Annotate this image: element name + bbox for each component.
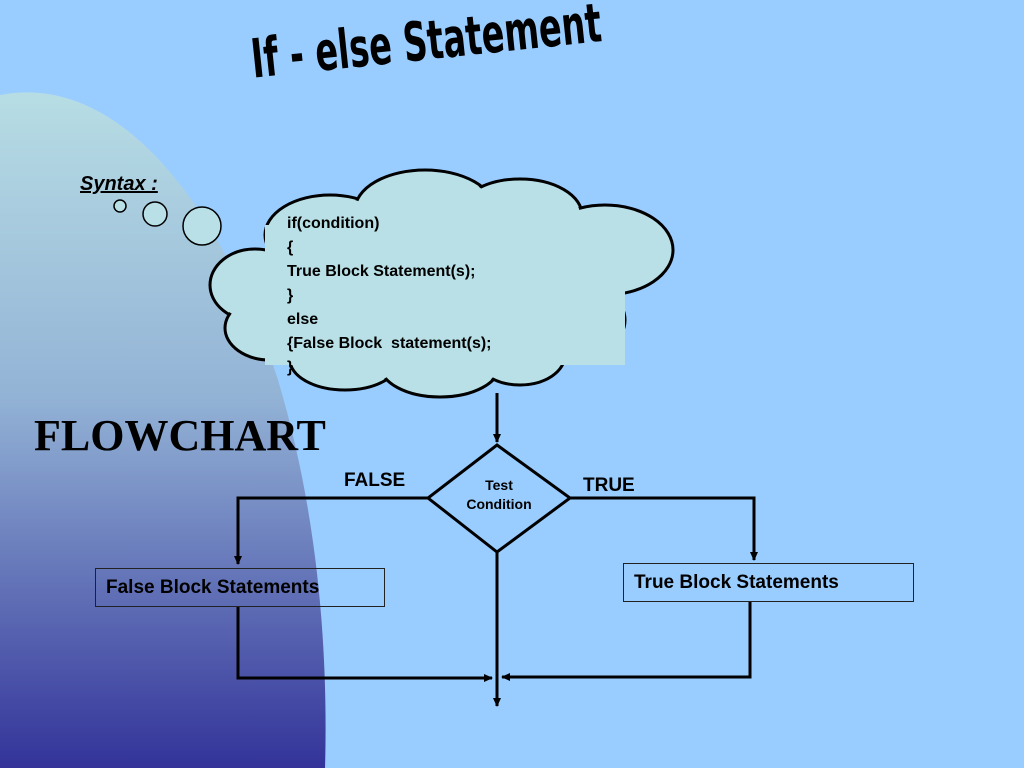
true-merge-line: [501, 602, 752, 681]
true-block-box: True Block Statements: [623, 563, 914, 602]
syntax-label: Syntax :: [80, 173, 158, 195]
true-block-label: True Block Statements: [634, 571, 839, 593]
thought-bubble-large: [182, 206, 222, 246]
code-line: }: [287, 359, 294, 376]
false-merge-line: [236, 607, 493, 682]
decision-label: Test Condition: [448, 476, 550, 514]
syntax-code-block: if(condition) { True Block Statement(s);…: [287, 212, 492, 380]
code-line: {: [287, 239, 294, 256]
decision-label-line2: Condition: [466, 496, 532, 512]
decision-label-line1: Test: [485, 477, 513, 493]
true-branch-line: [570, 496, 758, 561]
false-block-label: False Block Statements: [106, 576, 320, 598]
decision-diamond: [425, 443, 573, 554]
code-line: {False Block statement(s);: [287, 335, 492, 352]
thought-bubble-small: [113, 199, 127, 213]
code-line: if(condition): [287, 215, 380, 232]
false-branch-line: [234, 496, 428, 565]
syntax-cloud: [208, 168, 675, 399]
code-line: }: [287, 287, 294, 304]
gradient-arc-shape: [0, 92, 326, 768]
code-line: True Block Statement(s);: [287, 263, 476, 280]
true-branch-label: TRUE: [583, 475, 635, 496]
code-line: else: [287, 311, 319, 328]
flowchart-heading: FLOWCHART: [34, 411, 326, 460]
false-branch-label: FALSE: [344, 470, 406, 491]
false-block-box: False Block Statements: [95, 568, 385, 607]
thought-bubble-medium: [142, 201, 168, 227]
